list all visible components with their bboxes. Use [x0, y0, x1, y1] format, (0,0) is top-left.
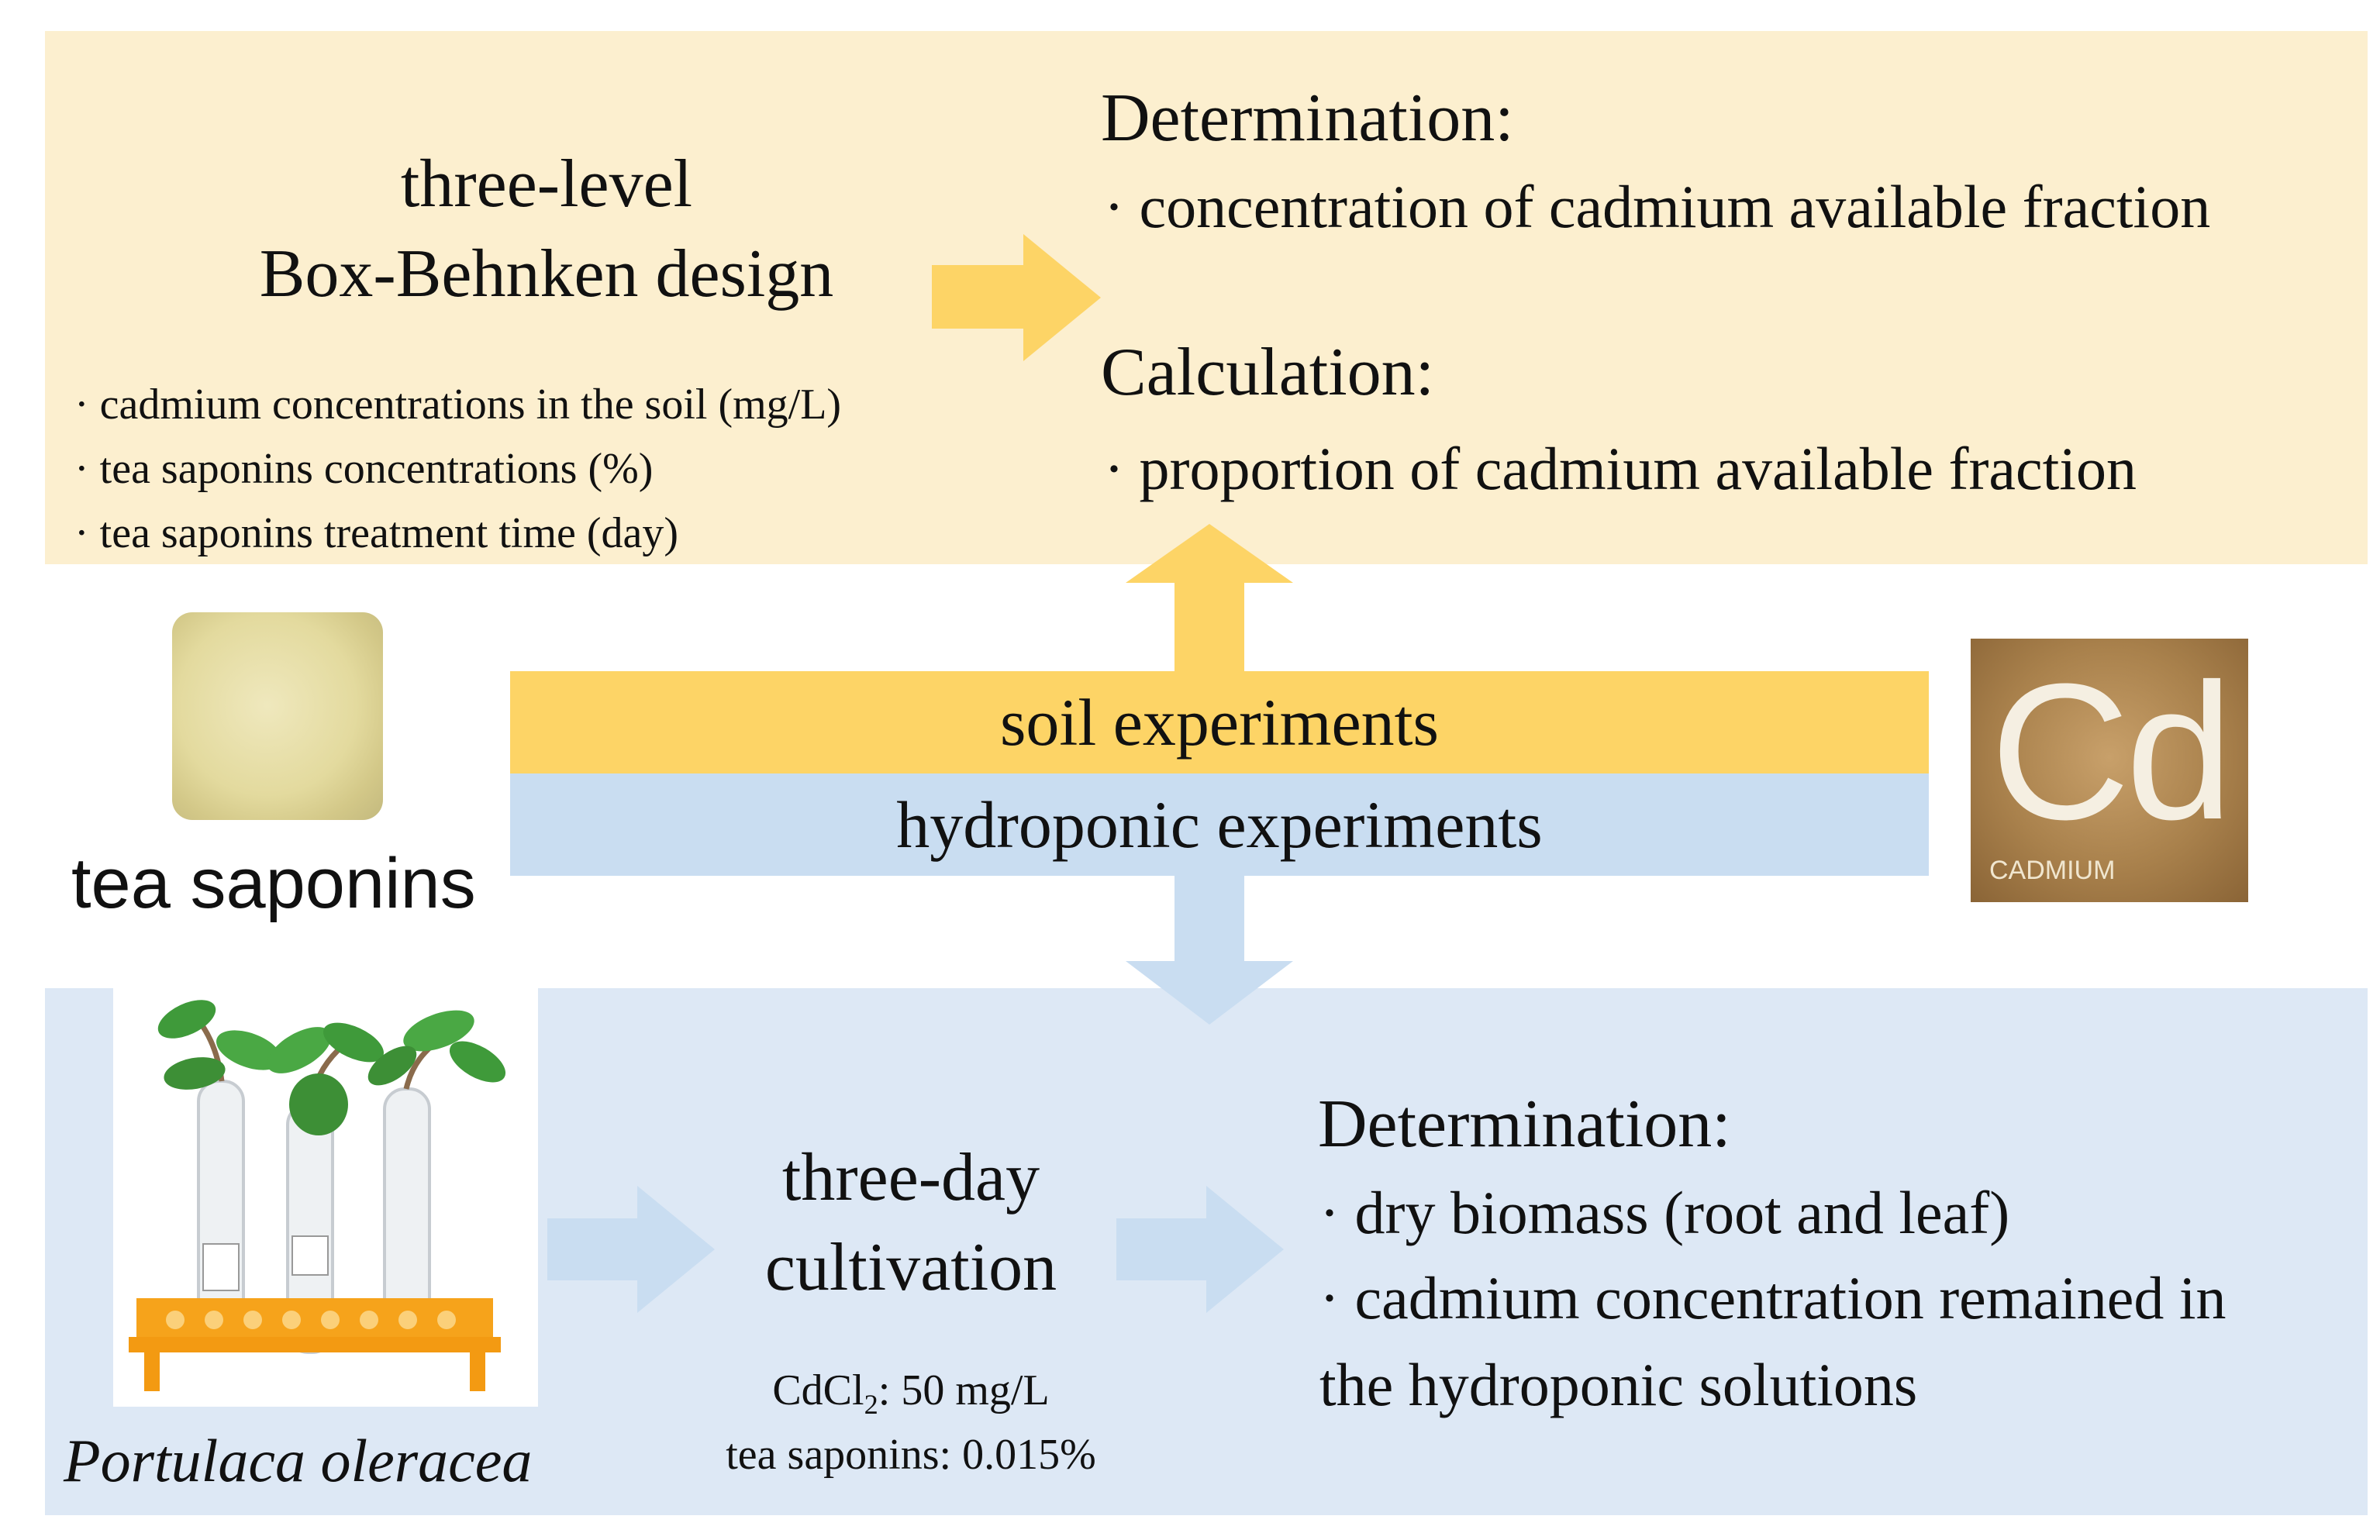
top-panel [45, 31, 2368, 564]
determination-item-bottom: the hydroponic solutions [1319, 1351, 1918, 1418]
hydroponic-experiments-bar: hydroponic experiments [510, 773, 1929, 876]
cultivation-line1: three-day [781, 1140, 1040, 1215]
cdcl2-prefix: CdCl [772, 1366, 864, 1414]
calculation-heading: Calculation: [1101, 335, 1435, 410]
determination-heading-bottom: Determination: [1318, 1087, 1731, 1162]
soil-experiments-label: soil experiments [999, 685, 1440, 760]
calculation-item: · proportion of cadmium available fracti… [1104, 435, 2137, 502]
cadmium-photo [1971, 639, 2248, 902]
arrow-plant-to-cultivation [547, 1186, 715, 1313]
portulaca-drawing [129, 1000, 506, 1391]
cultivation-title: three-day cultivation [729, 1133, 1093, 1313]
portulaca-label: Portulaca oleracea [64, 1427, 533, 1494]
arrow-hydro-down [1126, 876, 1293, 1025]
saponin-condition: tea saponins: 0.015% [726, 1431, 1096, 1479]
soil-experiments-bar: soil experiments [510, 671, 1929, 773]
factor-item: · tea saponins concentrations (%) [74, 445, 654, 493]
design-title-line1: three-level [400, 146, 693, 222]
design-title-line2: Box-Behnken design [259, 236, 834, 312]
determination-item-bottom: · dry biomass (root and leaf) [1319, 1179, 2010, 1246]
arrow-cultivation-to-determination [1116, 1186, 1284, 1313]
determination-heading-top: Determination: [1101, 81, 1514, 156]
cdcl2-subscript: 2 [864, 1389, 878, 1421]
arrow-design-to-determination [932, 234, 1101, 361]
cdcl2-condition: CdCl2: 50 mg/L [729, 1366, 1093, 1421]
arrow-soil-up [1126, 524, 1293, 671]
cadmium-symbol: Cd [1990, 643, 2233, 860]
factor-item: · tea saponins treatment time (day) [74, 509, 679, 557]
hydroponic-experiments-label: hydroponic experiments [896, 787, 1543, 862]
factor-item: · cadmium concentrations in the soil (mg… [74, 381, 842, 429]
cultivation-line2: cultivation [764, 1230, 1057, 1305]
determination-item-bottom: · cadmium concentration remained in [1319, 1264, 2227, 1332]
cdcl2-value: : 50 mg/L [878, 1366, 1050, 1414]
tea-saponins-label: tea saponins [71, 844, 476, 923]
design-title: three-level Box-Behnken design [109, 140, 985, 319]
cadmium-word: CADMIUM [1989, 856, 2116, 885]
determination-item-top: · concentration of cadmium available fra… [1104, 173, 2211, 240]
tea-saponins-photo [172, 612, 383, 820]
portulaca-photo [113, 988, 538, 1407]
